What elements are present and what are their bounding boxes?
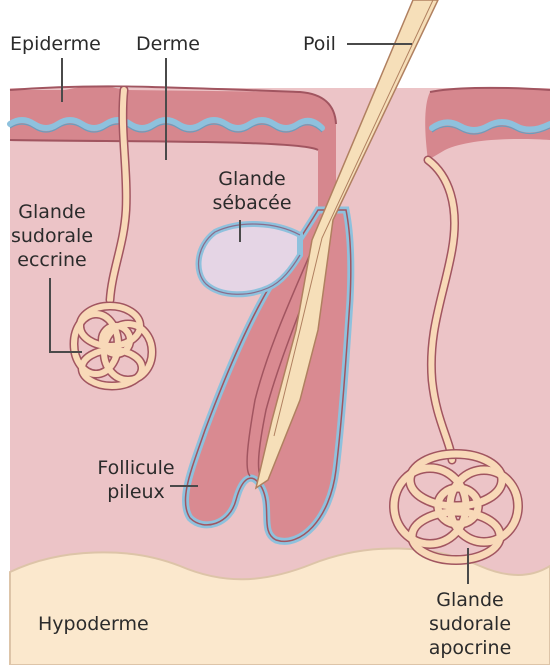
label-follicule-line-1: Follicule <box>83 456 189 480</box>
label-eccrine-line-2: sudorale <box>10 224 94 248</box>
label-hypoderme: Hypoderme <box>38 612 149 636</box>
label-follicule-pileux: Follicule pileux <box>83 456 189 504</box>
label-eccrine-line-3: eccrine <box>10 248 94 272</box>
label-apocrine-line-1: Glande <box>422 588 518 612</box>
label-apocrine-line-2: sudorale <box>422 612 518 636</box>
label-follicule-line-2: pileux <box>83 480 189 504</box>
label-glande-sebacee-line-1: Glande <box>204 167 300 191</box>
label-glande-sebacee-line-2: sébacée <box>204 191 300 215</box>
label-eccrine-line-1: Glande <box>10 200 94 224</box>
label-poil: Poil <box>303 32 336 56</box>
label-glande-sudorale-apocrine: Glande sudorale apocrine <box>422 588 518 660</box>
label-derme: Derme <box>136 32 200 56</box>
label-epiderme: Epiderme <box>10 32 101 56</box>
label-apocrine-line-3: apocrine <box>422 636 518 660</box>
label-glande-sudorale-eccrine: Glande sudorale eccrine <box>10 200 94 272</box>
label-glande-sebacee: Glande sébacée <box>204 167 300 215</box>
